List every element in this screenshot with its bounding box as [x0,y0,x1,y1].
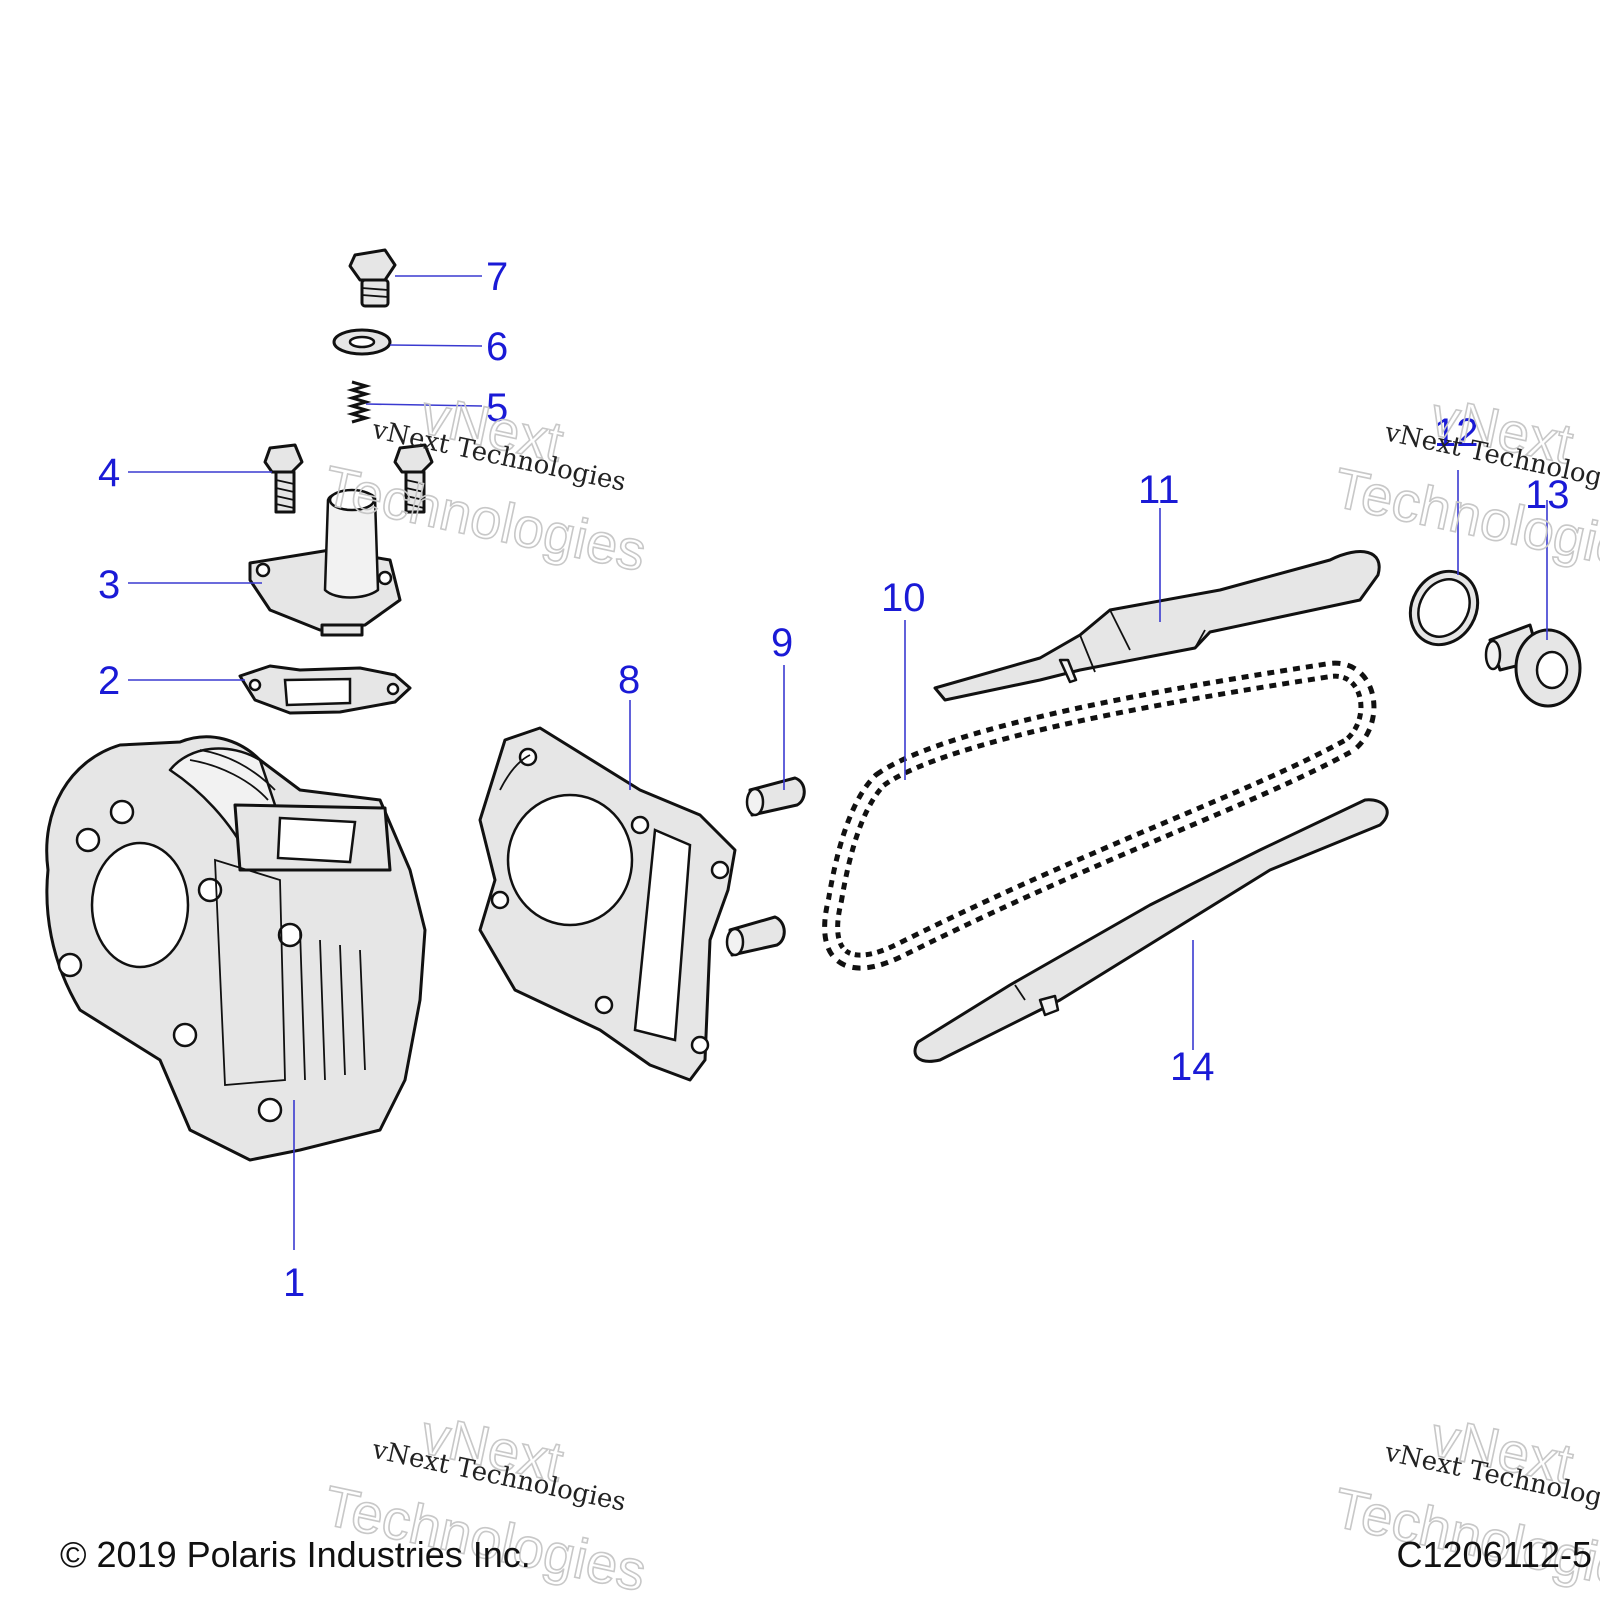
callout-7: 7 [486,255,508,299]
spring-part [346,380,372,424]
callout-14: 14 [1170,1045,1215,1089]
callout-8: 8 [618,658,640,702]
cylinder-part [45,735,427,1162]
callout-5: 5 [486,386,508,430]
callout-12: 12 [1434,411,1479,455]
copyright-text: © 2019 Polaris Industries Inc. [60,1534,531,1575]
cam-chain-part [822,660,1377,971]
callout-labels: 1 2 3 4 5 6 7 8 9 10 11 12 13 14 [98,255,1570,1305]
callout-9: 9 [771,621,793,665]
chain-tensioner-blade-part [933,550,1381,702]
pivot-bolt-part [1484,623,1582,708]
base-gasket-part [478,726,737,1082]
callout-4: 4 [98,451,120,495]
o-ring-part [1408,569,1480,647]
callout-13: 13 [1525,473,1570,517]
leader-lines [128,275,1548,1250]
cap-bolt-part [348,248,397,308]
chain-guide-part [913,798,1389,1063]
dowel-pin-part [725,776,806,957]
figure-id-text: C1206112-5 [1397,1534,1593,1575]
callout-6: 6 [486,325,508,369]
callout-11: 11 [1138,468,1180,512]
callout-1: 1 [283,1261,305,1305]
washer-part [332,328,392,356]
bolt-part [263,443,434,514]
callout-10: 10 [881,576,926,620]
tensioner-body-part [248,488,402,637]
tensioner-gasket-part [238,664,412,715]
callout-2: 2 [98,659,120,703]
callout-3: 3 [98,563,120,607]
